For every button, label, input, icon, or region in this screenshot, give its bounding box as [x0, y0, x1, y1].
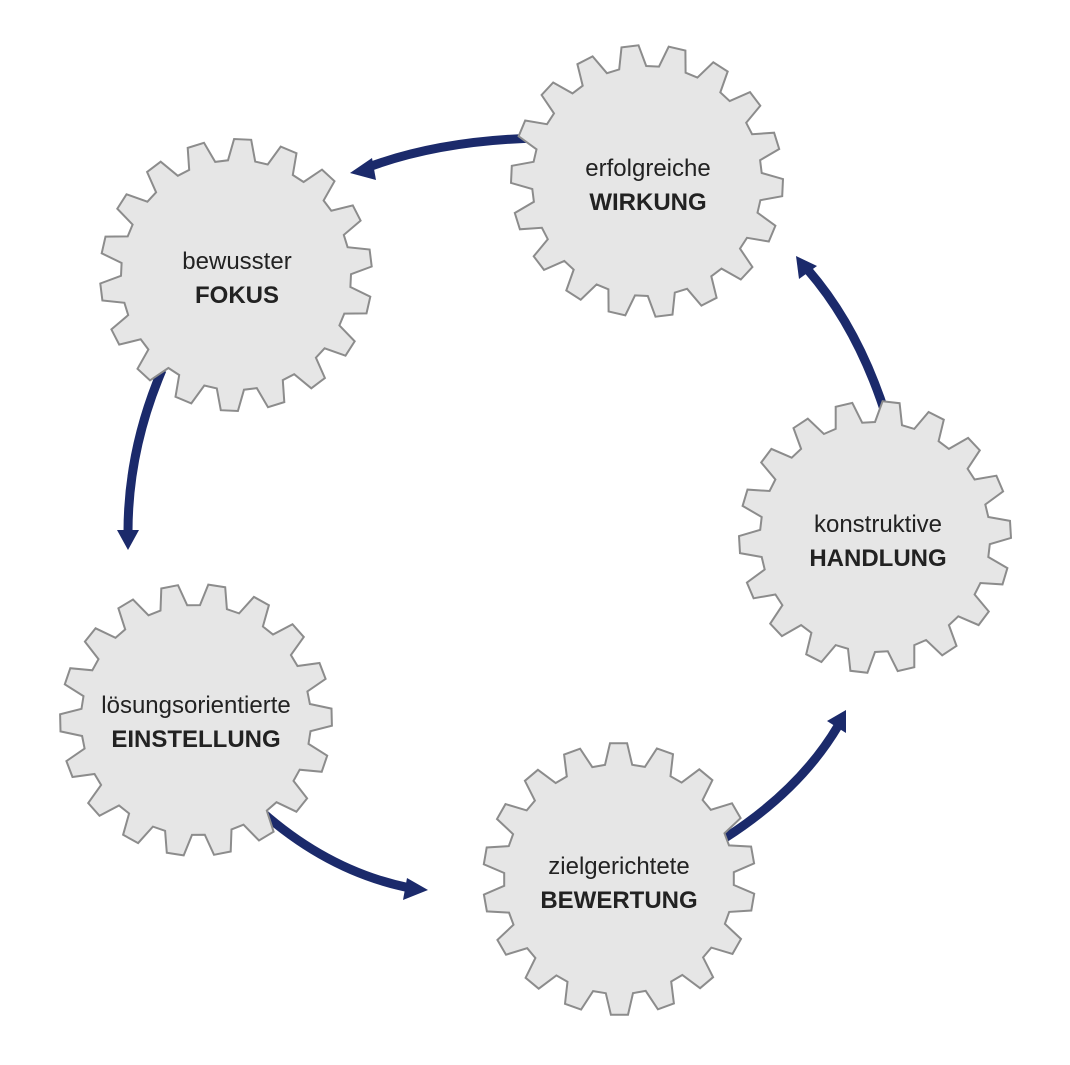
gear-wirkung-line1: erfolgreiche: [585, 155, 711, 182]
gear-fokus-line1: bewusster: [182, 248, 292, 275]
gear-wirkung-line2: WIRKUNG: [589, 189, 707, 216]
gear-bewertung-line1: zielgerichtete: [548, 853, 690, 880]
arrow-fokus-to-einstellung: [117, 368, 167, 550]
arrow-bewertung-to-handlung: [722, 710, 846, 842]
gear-label-wirkung: erfolgreiche WIRKUNG: [508, 152, 788, 220]
gear-handlung: [737, 400, 1013, 674]
gear-bewertung: [482, 742, 756, 1016]
arrow-einstellung-to-bewertung: [259, 808, 428, 900]
gear-einstellung-line1: lösungsorientierte: [101, 692, 291, 719]
gear-einstellung: [59, 583, 333, 857]
gear-fokus: [99, 137, 373, 413]
gear-fokus-line2: FOKUS: [195, 282, 279, 309]
gear-label-einstellung: lösungsorientierte EINSTELLUNG: [56, 689, 336, 757]
gear-label-bewertung: zielgerichtete BEWERTUNG: [479, 850, 759, 918]
gear-bewertung-line2: BEWERTUNG: [540, 887, 698, 914]
arrow-handlung-to-wirkung: [796, 256, 893, 424]
gear-label-handlung: konstruktive HANDLUNG: [738, 508, 1018, 576]
gear-handlung-line1: konstruktive: [813, 511, 943, 538]
gears-layer: [59, 44, 1013, 1016]
arrow-wirkung-to-fokus: [350, 133, 541, 180]
gear-einstellung-line2: EINSTELLUNG: [111, 726, 281, 753]
gear-handlung-line2: HANDLUNG: [809, 545, 947, 572]
gear-label-fokus: bewusster FOKUS: [97, 245, 377, 313]
arrows-layer: [117, 133, 893, 900]
gear-wirkung: [509, 44, 785, 318]
